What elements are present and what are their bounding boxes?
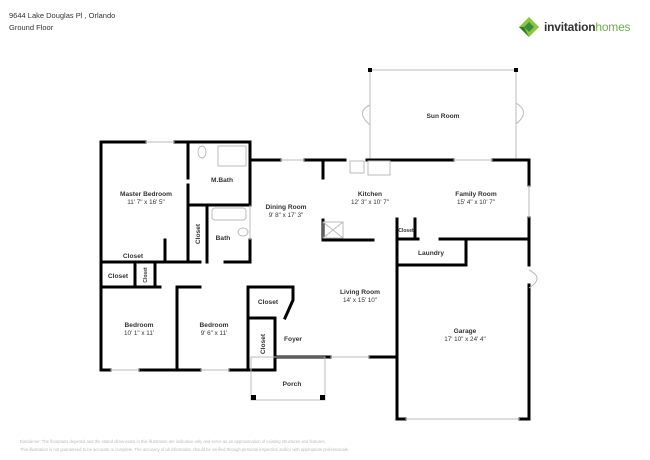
kitchen-label: Kitchen [358, 191, 382, 198]
m-bath-label: M.Bath [211, 177, 233, 184]
foyer-label: Foyer [284, 336, 302, 343]
closet-label-linen: Closet [143, 267, 149, 283]
bedroom1-dims: 10' 1" x 11' [124, 330, 154, 337]
master-bedroom-dims: 11' 7" x 16' 5" [127, 199, 165, 206]
kitchen-dims: 12' 3" x 10' 7" [351, 199, 389, 206]
master-bedroom-label: Master Bedroom [120, 191, 172, 198]
bedroom2-dims: 9' 6" x 11' [201, 330, 228, 337]
living-room-label: Living Room [340, 289, 380, 296]
walls [99, 140, 538, 421]
closet-label-hall: Closet [108, 273, 129, 280]
family-room-dims: 15' 4" x 10' 7" [457, 199, 495, 206]
bedroom1-label: Bedroom [125, 322, 154, 329]
invitation-homes-logo: invitationhomes [518, 16, 631, 38]
garage-dims: 17' 10" x 24' 4" [444, 336, 486, 343]
closet-label-bath: Closet [195, 223, 202, 244]
disclaimer-line-1: Disclaimer: The floorplans depicted and … [20, 439, 326, 444]
closet-label-kitchen: Closet [398, 228, 414, 234]
disclaimer-line-2: This illustration is not guaranteed to b… [20, 447, 350, 452]
dining-room-label: Dining Room [265, 204, 306, 211]
closet-label-master: Closet [123, 253, 144, 260]
dining-room-dims: 9' 8" x 17' 3" [269, 212, 304, 219]
closet-label-foyer: Closet [258, 299, 279, 306]
floor-label: Ground Floor [9, 23, 54, 32]
porch-label: Porch [283, 381, 302, 388]
living-room-dims: 14' x 15' 10" [343, 297, 377, 304]
bedroom2-label: Bedroom [200, 322, 229, 329]
laundry-label: Laundry [418, 250, 444, 257]
logo-word-invitation: invitation [544, 20, 596, 34]
logo-word-homes: homes [595, 20, 631, 34]
bath-label: Bath [216, 235, 231, 242]
property-address: 9644 Lake Douglas Pl , Orlando [9, 11, 116, 20]
logo-mark-icon [519, 17, 539, 37]
family-room-label: Family Room [455, 191, 497, 198]
closet-label-bedroom2: Closet [260, 333, 267, 354]
fixtures [197, 145, 391, 237]
sun-room-label: Sun Room [427, 113, 460, 120]
garage-label: Garage [454, 328, 477, 335]
